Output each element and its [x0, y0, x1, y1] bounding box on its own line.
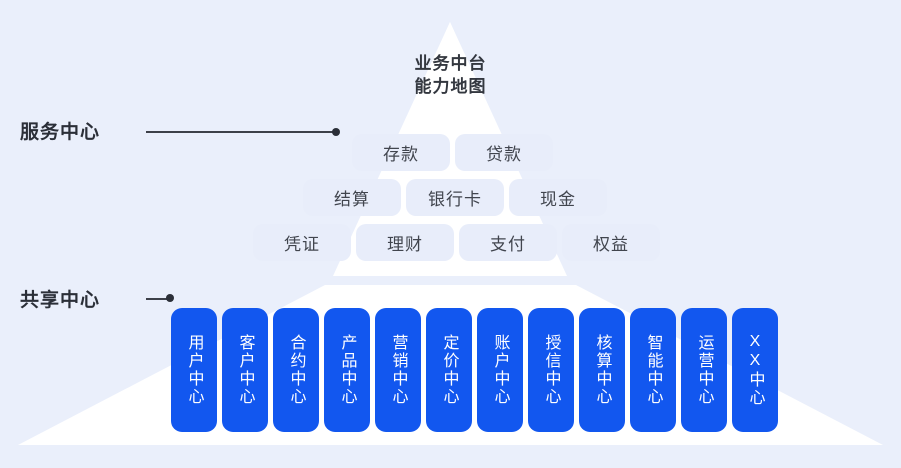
annotation-label-shared-center: 共享中心 [20, 290, 101, 311]
annotation-label-service-center: 服务中心 [20, 122, 101, 143]
service-pill[interactable]: 贷款 [455, 134, 553, 171]
card-label: XX中心 [746, 333, 764, 407]
shared-center-card[interactable]: 授信中心 [528, 308, 574, 432]
service-pill-row-2: 结算 银行卡 现金 [303, 179, 612, 216]
service-pill-row-3: 凭证 理财 支付 权益 [253, 224, 665, 261]
card-label: 智能中心 [644, 334, 662, 406]
card-label: 营销中心 [389, 334, 407, 406]
service-pill[interactable]: 权益 [562, 224, 660, 261]
shared-center-card[interactable]: 核算中心 [579, 308, 625, 432]
service-pill[interactable]: 结算 [303, 179, 401, 216]
card-label: 用户中心 [185, 334, 203, 406]
leader-line-shared-center [146, 298, 170, 300]
leader-dot-shared-center [166, 294, 174, 302]
shared-center-card[interactable]: 营销中心 [375, 308, 421, 432]
service-pill[interactable]: 理财 [356, 224, 454, 261]
shared-center-card[interactable]: 用户中心 [171, 308, 217, 432]
service-pill[interactable]: 银行卡 [406, 179, 504, 216]
shared-center-card[interactable]: 合约中心 [273, 308, 319, 432]
service-pill[interactable]: 支付 [459, 224, 557, 261]
card-label: 定价中心 [440, 334, 458, 406]
card-label: 客户中心 [236, 334, 254, 406]
card-label: 合约中心 [287, 334, 305, 406]
shared-center-card-list: 用户中心 客户中心 合约中心 产品中心 营销中心 定价中心 账户中心 授信中心 … [171, 308, 783, 432]
service-pill[interactable]: 现金 [509, 179, 607, 216]
shared-center-card[interactable]: XX中心 [732, 308, 778, 432]
shared-center-card[interactable]: 运营中心 [681, 308, 727, 432]
card-label: 授信中心 [542, 334, 560, 406]
shared-center-card[interactable]: 产品中心 [324, 308, 370, 432]
card-label: 运营中心 [695, 334, 713, 406]
page-title: 业务中台 能力地图 [414, 54, 487, 96]
leader-line-service-center [146, 131, 336, 133]
shared-center-card[interactable]: 账户中心 [477, 308, 523, 432]
shared-center-card[interactable]: 智能中心 [630, 308, 676, 432]
shared-center-card[interactable]: 客户中心 [222, 308, 268, 432]
service-pill[interactable]: 存款 [352, 134, 450, 171]
service-pill[interactable]: 凭证 [253, 224, 351, 261]
card-label: 产品中心 [338, 334, 356, 406]
shared-center-card[interactable]: 定价中心 [426, 308, 472, 432]
leader-dot-service-center [332, 128, 340, 136]
card-label: 核算中心 [593, 334, 611, 406]
card-label: 账户中心 [491, 334, 509, 406]
service-pill-row-1: 存款 贷款 [352, 134, 558, 171]
